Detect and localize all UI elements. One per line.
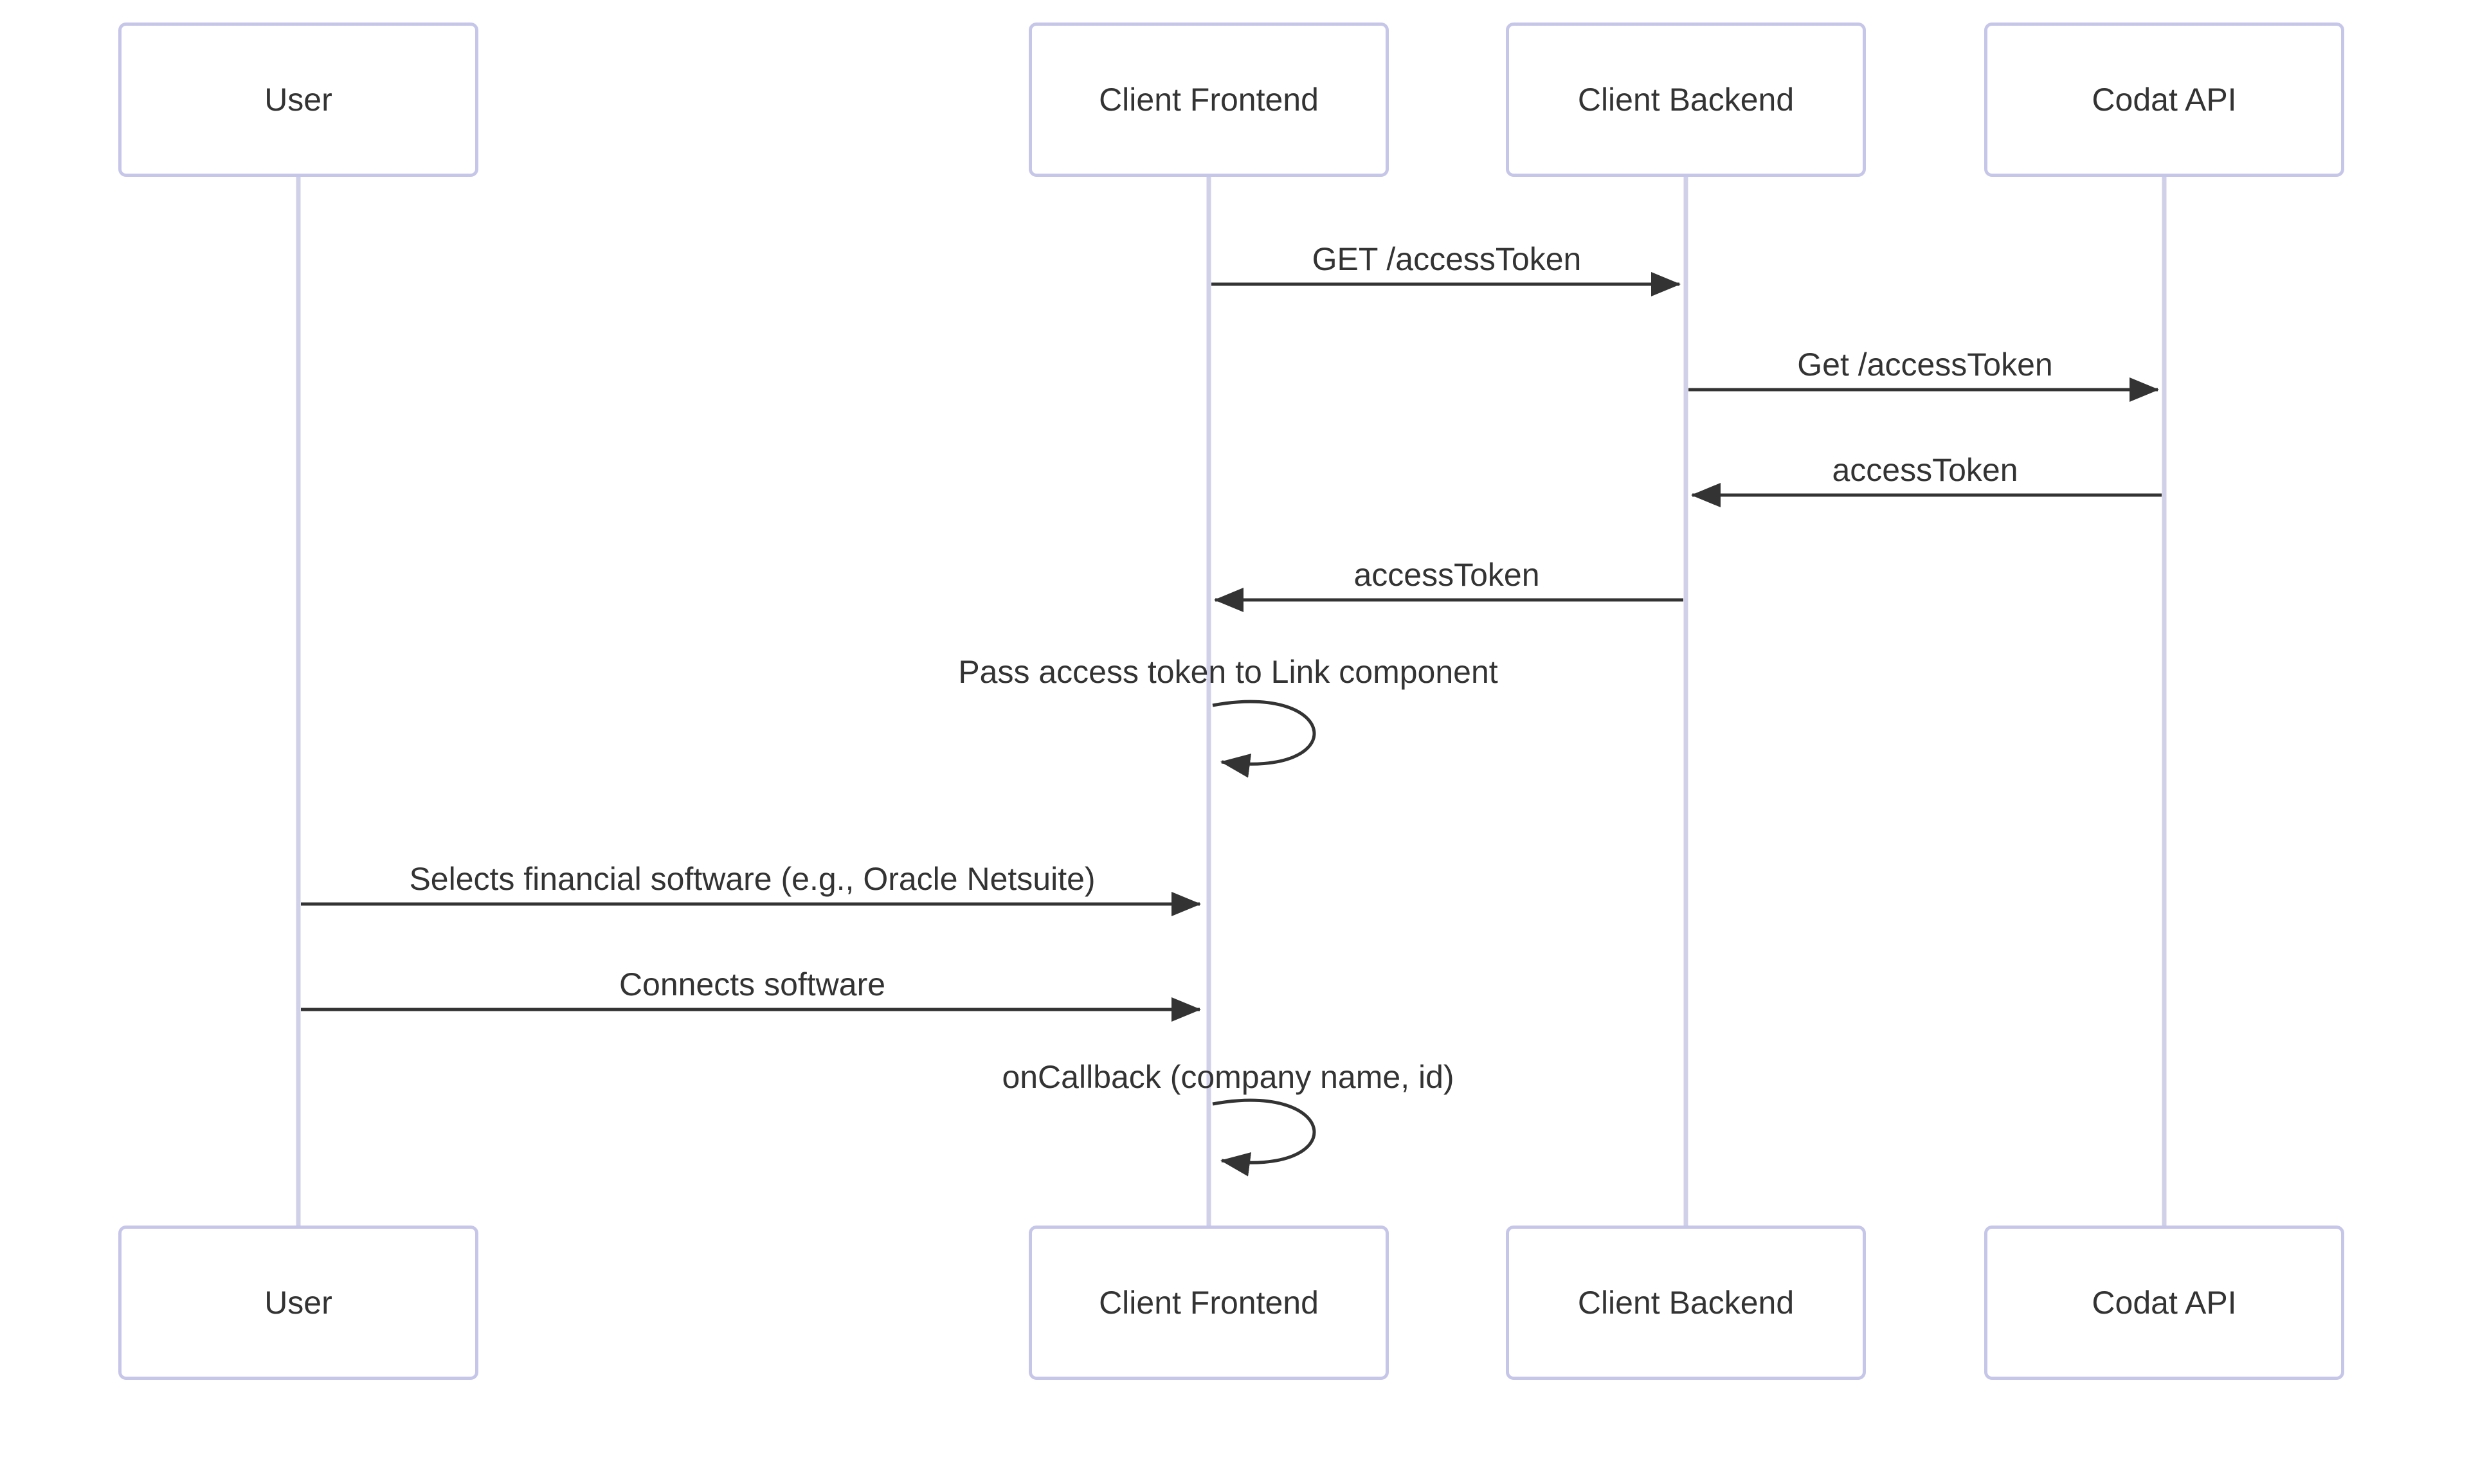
message-label-oncallback: onCallback (company name, id) bbox=[1002, 1059, 1454, 1095]
actor-box-user-top: User bbox=[118, 23, 478, 177]
actor-label-user-top: User bbox=[264, 82, 332, 118]
actor-box-client-frontend-top: Client Frontend bbox=[1029, 23, 1389, 177]
actor-label-client-backend-bottom: Client Backend bbox=[1577, 1285, 1795, 1321]
actor-label-client-frontend-top: Client Frontend bbox=[1099, 82, 1319, 118]
self-loop-oncallback bbox=[1212, 1098, 1316, 1177]
message-label-get-accesstoken-1: GET /accessToken bbox=[1312, 241, 1582, 277]
actor-label-client-backend-top: Client Backend bbox=[1577, 82, 1795, 118]
actor-box-client-backend-bottom: Client Backend bbox=[1506, 1226, 1866, 1380]
actor-box-client-backend-top: Client Backend bbox=[1506, 23, 1866, 177]
message-label-selects-software: Selects financial software (e.g., Oracle… bbox=[409, 861, 1096, 897]
actor-box-codat-api-bottom: Codat API bbox=[1984, 1226, 2344, 1380]
actor-box-user-bottom: User bbox=[118, 1226, 478, 1380]
message-label-accesstoken-return-1: accessToken bbox=[1832, 452, 2018, 488]
actor-label-codat-api-top: Codat API bbox=[2092, 82, 2237, 118]
actor-label-codat-api-bottom: Codat API bbox=[2092, 1285, 2237, 1321]
message-label-connects-software: Connects software bbox=[619, 966, 886, 1002]
actor-box-client-frontend-bottom: Client Frontend bbox=[1029, 1226, 1389, 1380]
message-label-get-accesstoken-2: Get /accessToken bbox=[1797, 347, 2053, 383]
actor-box-codat-api-top: Codat API bbox=[1984, 23, 2344, 177]
self-loop-pass-access-token bbox=[1212, 700, 1316, 778]
actor-label-user-bottom: User bbox=[264, 1285, 332, 1321]
message-label-pass-access-token: Pass access token to Link component bbox=[958, 654, 1498, 690]
actor-label-client-frontend-bottom: Client Frontend bbox=[1099, 1285, 1319, 1321]
message-label-accesstoken-return-2: accessToken bbox=[1353, 557, 1540, 593]
